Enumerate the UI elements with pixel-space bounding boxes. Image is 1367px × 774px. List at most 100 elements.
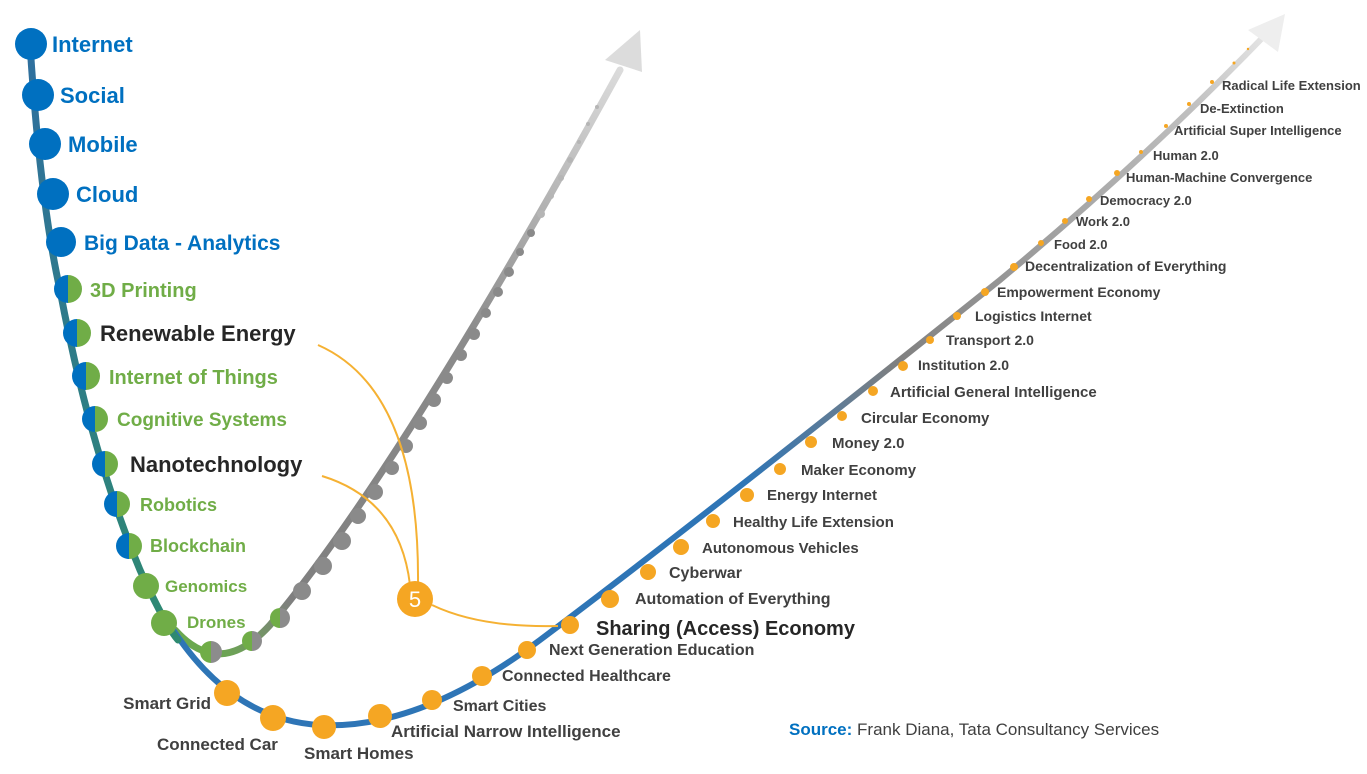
wave1-marker-robotics — [104, 491, 130, 517]
wave3-label-automation-of-everything: Automation of Everything — [635, 591, 831, 608]
callout-number: 5 — [409, 587, 421, 612]
wave1-marker-big-data-analytics — [46, 227, 76, 257]
wave1-marker-blockchain — [116, 533, 142, 559]
wave3-label-human-machine-convergence: Human-Machine Convergence — [1126, 170, 1312, 185]
wave1-label-nanotechnology: Nanotechnology — [130, 452, 303, 477]
wave2-marker-26 — [586, 122, 590, 126]
wave3-marker-healthy-life-extension — [706, 514, 720, 528]
wave3-label-transport-2-0: Transport 2.0 — [946, 332, 1034, 348]
wave2-marker-16 — [481, 308, 491, 318]
wave1-label-cognitive-systems: Cognitive Systems — [117, 410, 287, 431]
wave3-label-maker-economy: Maker Economy — [801, 462, 917, 479]
wave3-marker-de-extinction — [1187, 102, 1191, 106]
wave3-label-food-2-0: Food 2.0 — [1054, 237, 1107, 252]
wave3-marker-logistics-internet — [953, 312, 961, 320]
wave1-marker-internet — [15, 28, 47, 60]
wave3-label-logistics-internet: Logistics Internet — [975, 308, 1092, 324]
wave2-marker-27 — [595, 105, 599, 109]
wave2-marker-22 — [548, 193, 554, 199]
wave3-marker-money-2-0 — [805, 436, 817, 448]
callout-badge-icon — [397, 581, 433, 617]
wave3-marker-smart-grid — [214, 680, 240, 706]
wave2-marker-1 — [200, 641, 222, 663]
wave3-label-sharing-access-economy: Sharing (Access) Economy — [596, 618, 856, 640]
wave3-marker-circular-economy — [837, 411, 847, 421]
wave3-label-work-2-0: Work 2.0 — [1076, 214, 1130, 229]
wave3-label-artificial-super-intelligence: Artificial Super Intelligence — [1174, 123, 1342, 138]
wave3-marker-energy-internet — [740, 488, 754, 502]
wave3-label-money-2-0: Money 2.0 — [832, 435, 905, 452]
wave1-label-internet-of-things: Internet of Things — [109, 367, 278, 389]
wave1-label-genomics: Genomics — [165, 577, 247, 596]
wave2-marker-12 — [427, 393, 441, 407]
wave3-label-democracy-2-0: Democracy 2.0 — [1100, 193, 1192, 208]
source-credit: Source: Frank Diana, Tata Consultancy Se… — [789, 720, 1159, 740]
wave3-marker-connected-healthcare — [472, 666, 492, 686]
wave1-marker-mobile — [29, 128, 61, 160]
wave3-marker-transport-2-0 — [926, 336, 934, 344]
wave3-marker-radical-life-extension — [1210, 80, 1214, 84]
wave3-label-smart-homes: Smart Homes — [304, 744, 414, 763]
wave1-label-blockchain: Blockchain — [150, 536, 246, 556]
wave3-label-connected-car: Connected Car — [157, 735, 278, 754]
wave3-label-empowerment-economy: Empowerment Economy — [997, 284, 1161, 300]
wave3-marker-next-generation-education — [518, 641, 536, 659]
source-label: Source: — [789, 720, 853, 739]
wave2-marker-18 — [504, 267, 514, 277]
wave3-marker-democracy-2-0 — [1086, 196, 1092, 202]
wave3-marker-autonomous-vehicles — [673, 539, 689, 555]
wave3-label-smart-grid: Smart Grid — [123, 694, 211, 713]
wave3-marker-artificial-narrow-intelligence — [368, 704, 392, 728]
wave3-label-artificial-general-intelligence: Artificial General Intelligence — [890, 384, 1097, 401]
wave3-marker-smart-cities — [422, 690, 442, 710]
wave3-label-energy-internet: Energy Internet — [767, 487, 877, 504]
wave1-marker-3d-printing — [54, 275, 82, 303]
wave3-label-next-generation-education: Next Generation Education — [549, 642, 754, 659]
wave3-curve — [167, 27, 1273, 729]
callout-line-sharing — [431, 604, 559, 628]
wave3-label-decentralization-of-everything: Decentralization of Everything — [1025, 258, 1226, 274]
wave3-marker-automation-of-everything — [601, 590, 619, 608]
wave3-tail-marker-1 — [1232, 61, 1236, 65]
wave1-marker-genomics — [133, 573, 159, 599]
wave3-label-artificial-narrow-intelligence: Artificial Narrow Intelligence — [391, 722, 621, 741]
wave3-label-autonomous-vehicles: Autonomous Vehicles — [702, 540, 859, 557]
source-text: Frank Diana, Tata Consultancy Services — [857, 720, 1160, 739]
wave2-curve — [171, 66, 624, 658]
wave2-marker-24 — [567, 157, 573, 163]
wave3-label-smart-cities: Smart Cities — [453, 698, 546, 715]
wave3-label-healthy-life-extension: Healthy Life Extension — [733, 514, 894, 531]
wave3-marker-decentralization-of-everything — [1010, 263, 1018, 271]
wave3-marker-empowerment-economy — [981, 288, 989, 296]
wave2-marker-14 — [455, 349, 467, 361]
wave3-marker-artificial-super-intelligence — [1164, 124, 1168, 128]
callout-line-nanotech — [321, 475, 411, 586]
wave1-marker-drones — [151, 610, 177, 636]
wave2-arrowhead — [605, 30, 642, 72]
wave3-marker-cyberwar — [640, 564, 656, 580]
wave2-marker-7 — [350, 508, 366, 524]
wave2-marker-4 — [293, 582, 311, 600]
wave3-marker-artificial-general-intelligence — [868, 386, 878, 396]
wave1-label-renewable-energy: Renewable Energy — [100, 321, 296, 346]
wave3-marker-maker-economy — [774, 463, 786, 475]
wave2-marker-15 — [468, 328, 480, 340]
callout-line-renewable — [317, 344, 420, 586]
wave3-marker-connected-car — [260, 705, 286, 731]
wave3-marker-institution-2-0 — [898, 361, 908, 371]
wave2-marker-9 — [385, 461, 399, 475]
wave2-marker-13 — [441, 372, 453, 384]
wave3-label-connected-healthcare: Connected Healthcare — [502, 668, 671, 685]
wave2-marker-3 — [270, 608, 290, 628]
wave1-marker-cloud — [37, 178, 69, 210]
wave2-marker-21 — [537, 210, 545, 218]
wave3-label-cyberwar: Cyberwar — [669, 565, 742, 582]
wave1-label-social: Social — [60, 83, 125, 108]
wave1-marker-renewable-energy — [63, 319, 91, 347]
wave2-marker-8 — [367, 484, 383, 500]
wave2-marker-20 — [527, 229, 535, 237]
wave3-label-institution-2-0: Institution 2.0 — [918, 357, 1009, 373]
